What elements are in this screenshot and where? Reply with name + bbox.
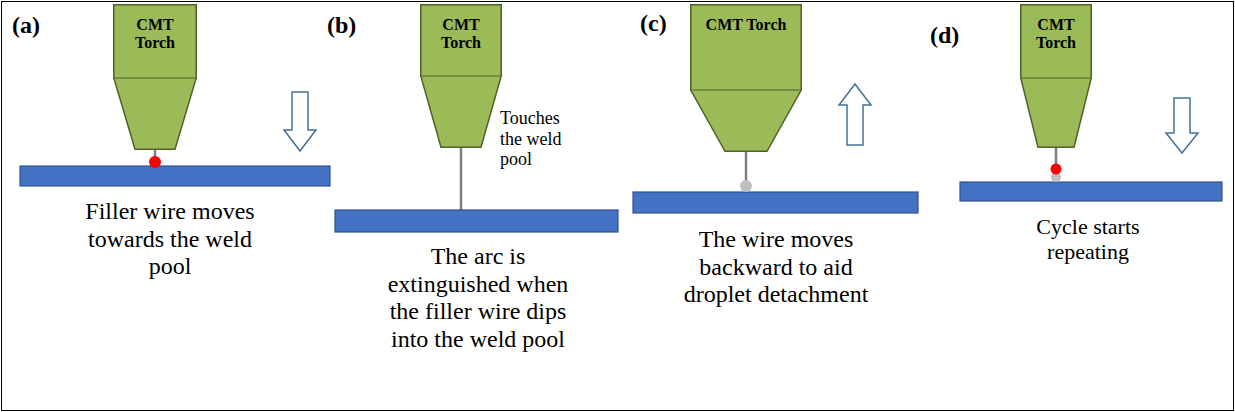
torch-label: CMT Torch [690,4,802,34]
torch-label: CMT Torch [113,4,197,53]
down-arrow [284,92,316,151]
base-plate [960,182,1222,201]
step-caption: The arc is extinguished when the filler … [381,243,576,353]
base-plate [633,192,918,213]
panel-letter: (d) [930,22,980,50]
down-arrow [1166,98,1198,153]
up-arrow [839,84,871,145]
panel-letter: (c) [640,10,690,38]
molten-droplet [149,156,161,168]
torch-shape [421,5,502,148]
detached-droplet [740,180,752,192]
torch-shape [1021,5,1092,148]
step-caption: Touches the weld pool [500,108,580,170]
torch-label: CMT Torch [1020,4,1092,53]
step-caption: Filler wire moves towards the weld pool [75,198,265,281]
filler-wire [460,148,463,210]
base-plate [20,166,330,186]
base-plate [335,210,618,232]
torch-body: CMT Torch [113,4,197,150]
torch-seam [114,77,197,78]
torch-shape [114,5,197,150]
torch-shape [691,5,802,152]
torch-seam [421,75,502,76]
torch-body: CMT Torch [1020,4,1092,148]
torch-seam [691,89,802,90]
panel-letter: (a) [12,12,62,40]
filler-wire [1055,148,1058,166]
step-caption: The wire moves backward to aid droplet d… [676,226,876,309]
torch-seam [1021,77,1092,78]
panel-letter: (b) [327,12,377,40]
torch-label: CMT Torch [420,4,502,53]
step-caption: Cycle starts repeating [1013,214,1163,265]
molten-droplet [1051,164,1062,175]
filler-wire [745,152,748,183]
torch-body: CMT Torch [420,4,502,148]
torch-body: CMT Torch [690,4,802,152]
